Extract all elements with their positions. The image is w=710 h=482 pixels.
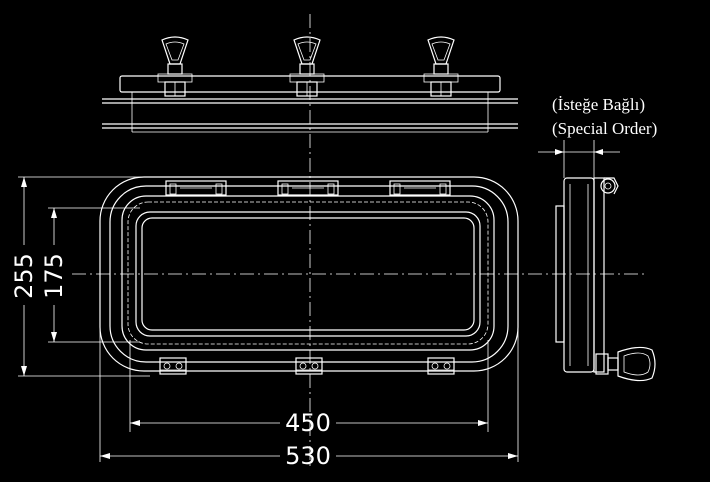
outer-frame <box>99 176 519 372</box>
bottom-latch-right <box>427 357 455 375</box>
front-view: 450 530 255 175 <box>10 176 645 470</box>
top-frame-body <box>119 75 501 93</box>
top-hinge-left <box>165 180 227 196</box>
dimension-530-label: 530 <box>285 442 331 470</box>
top-view <box>102 14 518 470</box>
glass-frame-dashed <box>127 201 489 345</box>
top-handle-left <box>157 36 193 97</box>
dimension-255-label: 255 <box>10 253 38 299</box>
dimension-530 <box>100 453 518 459</box>
dimension-175-label: 175 <box>40 253 68 299</box>
special-order-note-en: (Special Order) <box>552 119 657 138</box>
side-hinge-top <box>600 177 619 195</box>
bottom-latch-left <box>159 357 187 375</box>
glass-frame-inner <box>135 211 481 337</box>
dimension-450-label: 450 <box>285 409 331 437</box>
dimension-450 <box>130 420 488 426</box>
top-handle-right <box>423 36 459 97</box>
side-view: (İsteğe Bağlı) (Special Order) <box>538 95 657 382</box>
top-handle-center <box>289 36 325 97</box>
outer-frame-inner-edge <box>109 185 509 363</box>
top-hinge-right <box>389 180 451 196</box>
side-frame-body <box>563 177 595 373</box>
glass-pane <box>141 217 475 331</box>
side-latch-handle <box>595 346 656 382</box>
side-glass-frame <box>593 177 605 373</box>
bottom-latch-center <box>295 357 323 375</box>
top-hinge-center <box>277 180 339 196</box>
glass-frame-outer <box>121 195 495 351</box>
special-order-note-tr: (İsteğe Bağlı) <box>552 95 645 114</box>
dimension-175 <box>51 208 57 342</box>
dimension-255 <box>21 177 27 376</box>
